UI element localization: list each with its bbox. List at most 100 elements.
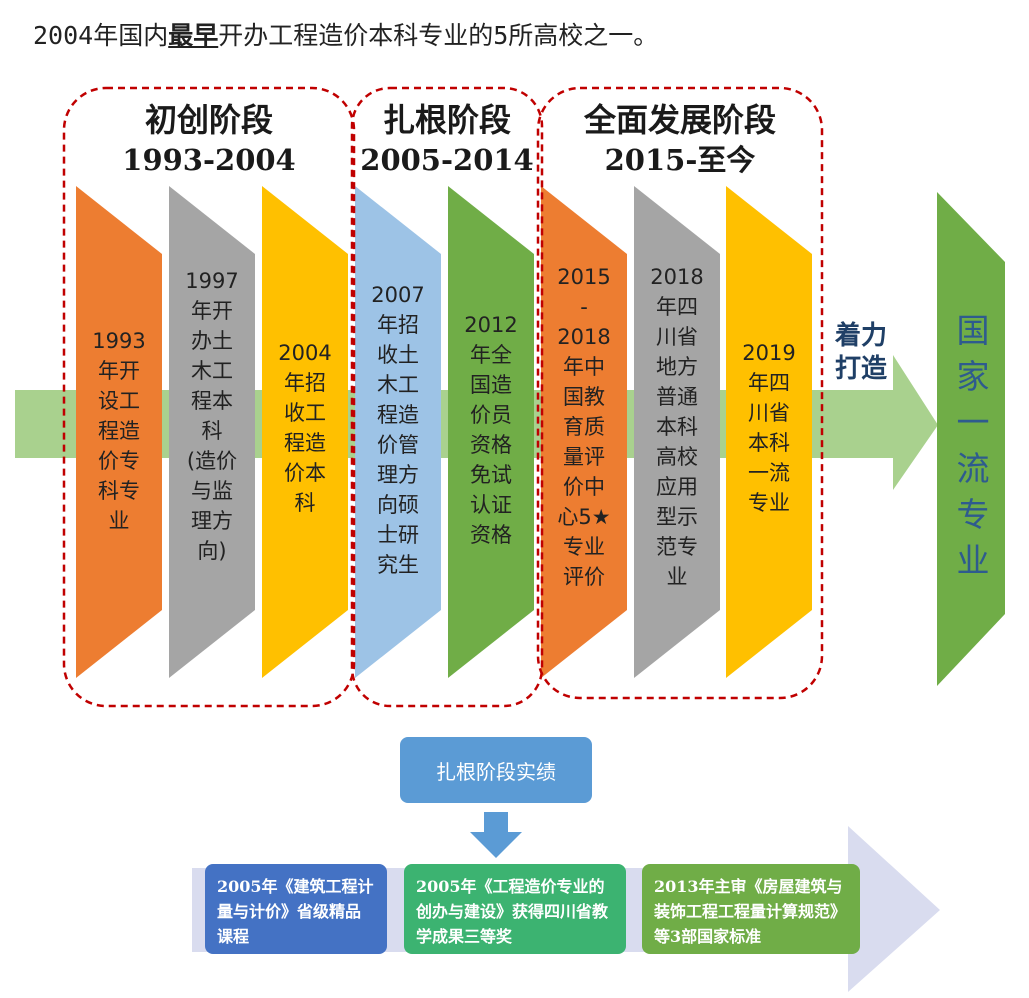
milestone-chevron-8 — [726, 186, 812, 678]
milestone-5-line: 价员 — [470, 403, 512, 427]
milestone-5-line: 2012 — [464, 313, 518, 337]
milestone-7-line: 应用 — [656, 475, 698, 499]
milestone-5-line: 认证 — [470, 493, 512, 517]
milestone-4-line: 价管 — [377, 433, 419, 457]
milestone-5-line: 年全 — [470, 343, 512, 367]
stage-frame-1 — [62, 86, 356, 708]
stage-frame-3 — [536, 86, 824, 700]
goal-char-6: 业 — [956, 541, 990, 580]
stage-3-years: 2015-至今 — [604, 143, 756, 177]
achievements-title-box: 扎根阶段实绩 — [400, 737, 592, 803]
milestone-4-line: 木工 — [377, 373, 419, 397]
effort-label: 着力 打造 — [826, 320, 896, 386]
achievement-1-text: 2005年《建筑工程计量与计价》省级精品课程 — [217, 877, 374, 946]
milestone-7-line: 本科 — [656, 415, 698, 439]
milestone-6-line: 量评 — [563, 445, 605, 469]
achievement-2-text: 2005年《工程造价专业的创办与建设》获得四川省教学成果三等奖 — [416, 877, 609, 946]
milestone-6-line: 评价 — [563, 565, 605, 589]
milestone-2-line: 木工 — [191, 359, 233, 383]
milestone-8-line: 川省 — [748, 401, 790, 425]
milestone-2-line: 办土 — [191, 329, 233, 353]
milestone-chevron-1 — [76, 186, 162, 678]
milestone-7-line: 普通 — [656, 385, 698, 409]
milestone-6-line: 国教 — [563, 385, 605, 409]
down-arrow — [470, 812, 522, 858]
milestone-1-line: 程造 — [98, 419, 140, 443]
milestone-7-line: 业 — [666, 565, 688, 589]
goal-label: 国 家 一 流 专 业 — [945, 308, 1001, 584]
milestone-8-line: 年四 — [748, 371, 790, 395]
milestone-1-line: 价专 — [98, 449, 140, 473]
milestone-3-line: 收工 — [284, 401, 326, 425]
milestone-2-line: 1997 — [185, 269, 239, 293]
milestone-4-line: 2007 — [371, 283, 425, 307]
stage-3-label: 全面发展阶段 2015-至今 — [538, 100, 822, 180]
milestone-7-line: 型示 — [656, 505, 698, 529]
stage-2-name: 扎根阶段 — [382, 101, 511, 139]
milestone-chevron-4 — [355, 186, 441, 678]
achievement-box-2: 2005年《工程造价专业的创办与建设》获得四川省教学成果三等奖 — [404, 864, 626, 954]
goal-char-4: 流 — [956, 449, 990, 488]
milestone-chevron-3 — [262, 186, 348, 678]
milestone-7-line: 高校 — [656, 445, 698, 469]
milestone-1-line: 年开 — [98, 359, 140, 383]
milestone-2-line: 向) — [197, 539, 227, 563]
milestone-8-line: 专业 — [748, 491, 790, 515]
milestone-8-line: 本科 — [748, 431, 790, 455]
milestone-2-line: 科 — [201, 419, 223, 443]
goal-char-1: 国 — [956, 311, 990, 350]
milestone-chevron-7 — [634, 186, 720, 678]
milestone-2-line: 程本 — [191, 389, 233, 413]
milestone-4-line: 士研 — [377, 523, 419, 547]
milestone-7-line: 川省 — [656, 325, 698, 349]
milestone-3-line: 2004 — [278, 341, 332, 365]
milestone-1-line: 业 — [108, 509, 130, 533]
milestone-7-line: 2018 — [650, 265, 704, 289]
milestone-4-line: 究生 — [377, 553, 419, 577]
effort-label-line-1: 着力 — [834, 321, 887, 351]
milestone-2-line: 年开 — [191, 299, 233, 323]
milestone-5-line: 资格 — [470, 433, 512, 457]
milestone-3-line: 科 — [294, 491, 316, 515]
goal-char-2: 家 — [956, 357, 990, 396]
goal-char-5: 专 — [956, 495, 990, 534]
milestone-6-line: - — [580, 295, 588, 319]
milestone-3-line: 价本 — [284, 461, 326, 485]
achievement-box-3: 2013年主审《房屋建筑与装饰工程工程量计算规范》等3部国家标准 — [642, 864, 860, 954]
milestone-3-line: 程造 — [284, 431, 326, 455]
milestone-7-line: 范专 — [656, 535, 698, 559]
milestone-1-line: 设工 — [98, 389, 140, 413]
milestone-4-line: 程造 — [377, 403, 419, 427]
intro-sentence: 2004年国内最早开办工程造价本科专业的5所高校之一。 — [33, 16, 658, 52]
milestone-2-line: 与监 — [191, 479, 233, 503]
milestone-7-line: 年四 — [656, 295, 698, 319]
effort-label-line-2: 打造 — [834, 354, 887, 384]
milestone-5-line: 资格 — [470, 523, 512, 547]
milestone-6-line: 育质 — [563, 415, 605, 439]
milestone-8-line: 一流 — [748, 461, 790, 485]
milestone-4-line: 年招 — [377, 313, 419, 337]
milestone-6-line: 年中 — [563, 355, 605, 379]
stage-frame-2 — [350, 86, 544, 708]
stage-2-years: 2005-2014 — [360, 143, 534, 177]
milestone-5-line: 免试 — [470, 463, 512, 487]
milestone-4-line: 理方 — [377, 463, 419, 487]
goal-chevron — [937, 192, 1005, 686]
milestone-4-text: 2007 年招收土木工程造价管理方向硕士研究生 — [357, 280, 439, 580]
milestone-chevron-5 — [448, 186, 534, 678]
achievements-title: 扎根阶段实绩 — [436, 759, 556, 784]
milestone-3-line: 年招 — [284, 371, 326, 395]
milestone-4-line: 向硕 — [377, 493, 419, 517]
stage-2-label: 扎根阶段 2005-2014 — [352, 100, 542, 180]
achievement-3-text: 2013年主审《房屋建筑与装饰工程工程量计算规范》等3部国家标准 — [654, 877, 847, 946]
milestone-2-line: (造价 — [186, 449, 238, 473]
milestone-4-line: 收土 — [377, 343, 419, 367]
milestone-3-text: 2004 年招收工程造价本科 — [264, 338, 346, 518]
